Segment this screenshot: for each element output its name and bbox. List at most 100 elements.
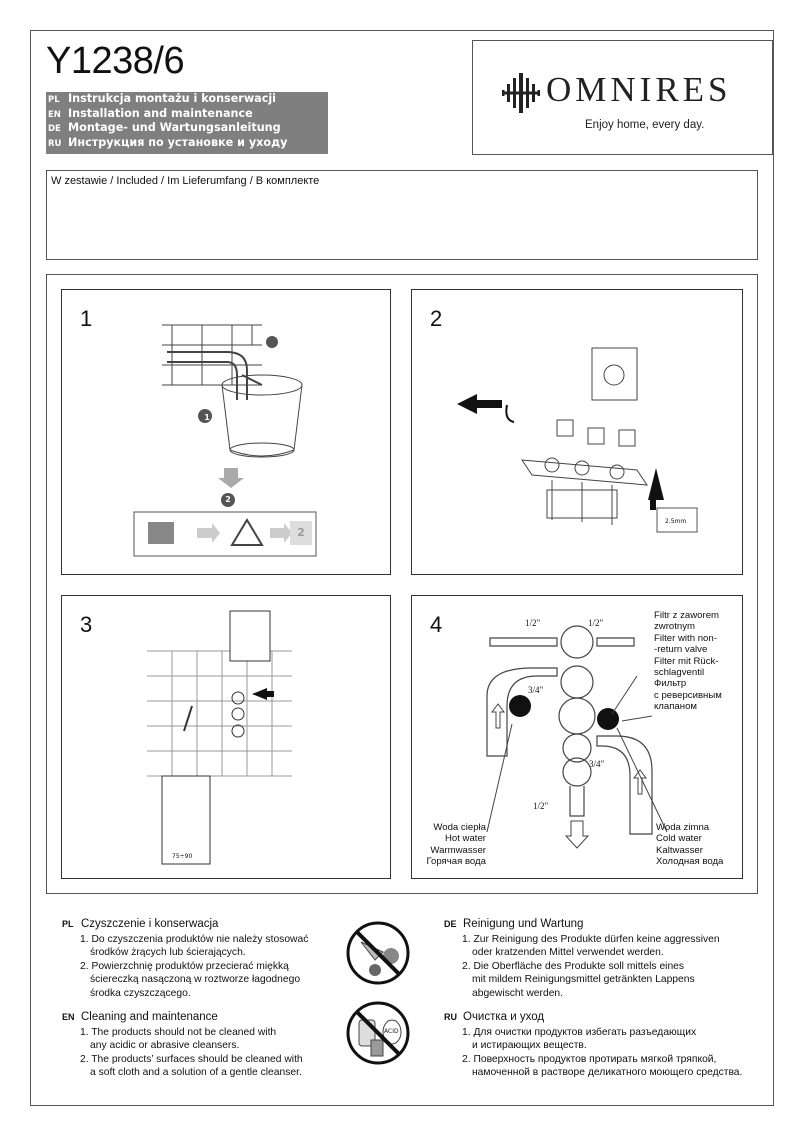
title-text: Installation and maintenance — [68, 106, 253, 120]
depth-dimension-label: 75÷90 — [172, 853, 193, 860]
item-line: mit mildem Reinigungsmittel getränkten L… — [472, 974, 695, 986]
item-line: 2. Die Oberfläche des Produkte soll mitt… — [462, 960, 685, 972]
item-line: any acidic or abrasive cleansers. — [90, 1040, 240, 1052]
item-line: 1. Для очистки продуктов избегать разъед… — [462, 1026, 697, 1038]
item-line: 1. Do czyszczenia produktów nie należy s… — [80, 933, 309, 945]
item-line: намоченной в растворе деликатного моющег… — [472, 1067, 743, 1079]
lang-code: EN — [48, 109, 61, 120]
tool-size-label: 2.5mm — [665, 518, 687, 525]
maintenance-heading: Czyszczenie i konserwacja — [81, 918, 219, 930]
note-badge: 2 — [297, 526, 305, 539]
model-number: Y1238/6 — [46, 40, 185, 82]
step-3-panel: 3 75÷90 — [61, 595, 391, 879]
step-1-panel: 1 1 2 2 — [61, 289, 391, 575]
step-2-panel: 2 2.5mm — [411, 289, 743, 575]
thread-label: 1/2" — [525, 618, 541, 628]
badge-1: 1 — [204, 413, 210, 422]
title-en: EN Installation and maintenance — [46, 107, 328, 122]
lang-code: RU — [444, 1012, 457, 1022]
maintenance-item: 2. Поверхность продуктов протирать мягко… — [462, 1053, 764, 1080]
title-ru: RU Инструкция по установке и уходу — [46, 136, 328, 151]
lang-code: PL — [62, 919, 74, 929]
step-number: 4 — [430, 612, 443, 637]
thread-label: 1/2" — [533, 801, 549, 811]
maintenance-item: 2. Die Oberfläche des Produkte soll mitt… — [462, 960, 764, 1001]
maintenance-item: 1. Zur Reinigung des Produkte dürfen kei… — [462, 933, 764, 960]
steps-frame — [46, 274, 758, 894]
flush-pipes-illustration — [133, 324, 317, 557]
hot-line: Woda ciepła — [433, 822, 486, 833]
maintenance-en: EN Cleaning and maintenance 1. The produc… — [62, 1011, 347, 1080]
remove-handles-illustration — [457, 347, 698, 533]
step-number: 3 — [80, 612, 93, 637]
title-de: DE Montage- und Wartungsanleitung — [46, 121, 328, 136]
language-title-bar: PL Instrukcja montażu i konserwacji EN Ins… — [46, 92, 328, 154]
filter-line: schlagventil — [654, 667, 705, 679]
brand-tagline: Enjoy home, every day. — [585, 119, 705, 131]
lang-code: PL — [48, 95, 60, 105]
item-line: ściereczką nasączoną w roztworze łagodne… — [90, 974, 301, 986]
maintenance-item: 2. The products’ surfaces should be clea… — [80, 1053, 347, 1080]
title-text: Инструкция по установке и уходу — [68, 135, 288, 149]
lang-code: DE — [444, 919, 457, 929]
maintenance-item: 1. The products should not be cleaned wi… — [80, 1026, 347, 1053]
filter-valve-label: Filtr z zaworem zwrotnym Filter with non… — [654, 610, 722, 713]
item-line: 2. Поверхность продуктов протирать мягко… — [462, 1053, 717, 1065]
included-box: W zestawie / Included / Im Lieferumfang … — [46, 170, 758, 260]
mount-body-illustration — [147, 610, 292, 865]
filter-line: клапаном — [654, 701, 697, 713]
omnires-logo-icon — [502, 73, 540, 113]
step-number: 2 — [430, 306, 443, 331]
hot-line: Горячая вода — [426, 856, 486, 868]
maintenance-heading: Cleaning and maintenance — [81, 1011, 218, 1023]
item-line: 1. Zur Reinigung des Produkte dürfen kei… — [462, 933, 720, 945]
filter-line: zwrotnym — [654, 621, 696, 633]
item-line: 2. Powierzchnię produktów przecierać mię… — [80, 960, 289, 972]
filter-line: -return valve — [654, 644, 708, 656]
logo-box — [472, 40, 773, 155]
cold-line: Woda zimna — [656, 822, 710, 833]
thread-label: 1/2" — [588, 618, 604, 628]
hot-water-label: Woda ciepła Hot water Warmwasser Горячая… — [422, 822, 486, 868]
maintenance-heading: Reinigung und Wartung — [463, 918, 584, 930]
thread-label: 3/4" — [528, 685, 544, 695]
maintenance-ru: RU Очистка и уход 1. Для очистки продукто… — [444, 1011, 764, 1080]
filter-line: с реверсивным — [654, 689, 722, 701]
item-line: abgewischt werden. — [472, 987, 564, 999]
no-abrasive-cleaner-icon — [346, 921, 410, 985]
cold-line: Cold water — [656, 833, 702, 845]
hot-line: Warmwasser — [430, 844, 486, 856]
maintenance-item: 2. Powierzchnię produktów przecierać mię… — [80, 960, 347, 1001]
cold-water-label: Woda zimna Cold water Kaltwasser Холодна… — [656, 822, 723, 868]
cold-line: Kaltwasser — [656, 844, 703, 856]
included-title: W zestawie / Included / Im Lieferumfang … — [51, 175, 320, 187]
maintenance-heading: Очистка и уход — [463, 1011, 545, 1023]
badge-2: 2 — [225, 495, 231, 504]
hot-line: Hot water — [444, 833, 486, 845]
step-number: 1 — [80, 306, 93, 331]
page-frame — [30, 30, 774, 1106]
title-text: Montage- und Wartungsanleitung — [68, 121, 281, 134]
filter-line: Filtr z zaworem — [654, 610, 720, 621]
connection-diagram — [486, 625, 668, 849]
step-4-panel: 4 1/2" 1/2" 3/4" 3/4" 1/2" Filtr z zawor… — [411, 595, 743, 879]
maintenance-item: 1. Для очистки продуктов избегать разъед… — [462, 1026, 764, 1053]
item-line: oder kratzenden Mittel verwendet werden. — [472, 947, 664, 959]
filter-line: Filter with non- — [654, 632, 717, 644]
item-line: 1. The products should not be cleaned wi… — [80, 1026, 277, 1038]
item-line: środków żrących lub ścierających. — [90, 947, 246, 959]
item-line: środka czyszczącego. — [90, 987, 191, 999]
title-text: Instrukcja montażu i konserwacji — [68, 92, 277, 105]
maintenance-de: DE Reinigung und Wartung 1. Zur Reinigung… — [444, 918, 764, 1001]
lang-code: RU — [48, 138, 62, 149]
item-line: и истирающих веществ. — [472, 1040, 587, 1052]
filter-line: Фильтр — [654, 678, 687, 690]
lang-code: EN — [62, 1012, 75, 1022]
maintenance-item: 1. Do czyszczenia produktów nie należy s… — [80, 933, 347, 960]
cold-line: Холодная вода — [656, 856, 724, 868]
thread-label: 3/4" — [589, 759, 605, 769]
filter-line: Filter mit Rück- — [654, 655, 719, 667]
lang-code: DE — [48, 124, 61, 134]
item-line: 2. The products’ surfaces should be clea… — [80, 1053, 303, 1065]
title-pl: PL Instrukcja montażu i konserwacji — [46, 92, 328, 107]
